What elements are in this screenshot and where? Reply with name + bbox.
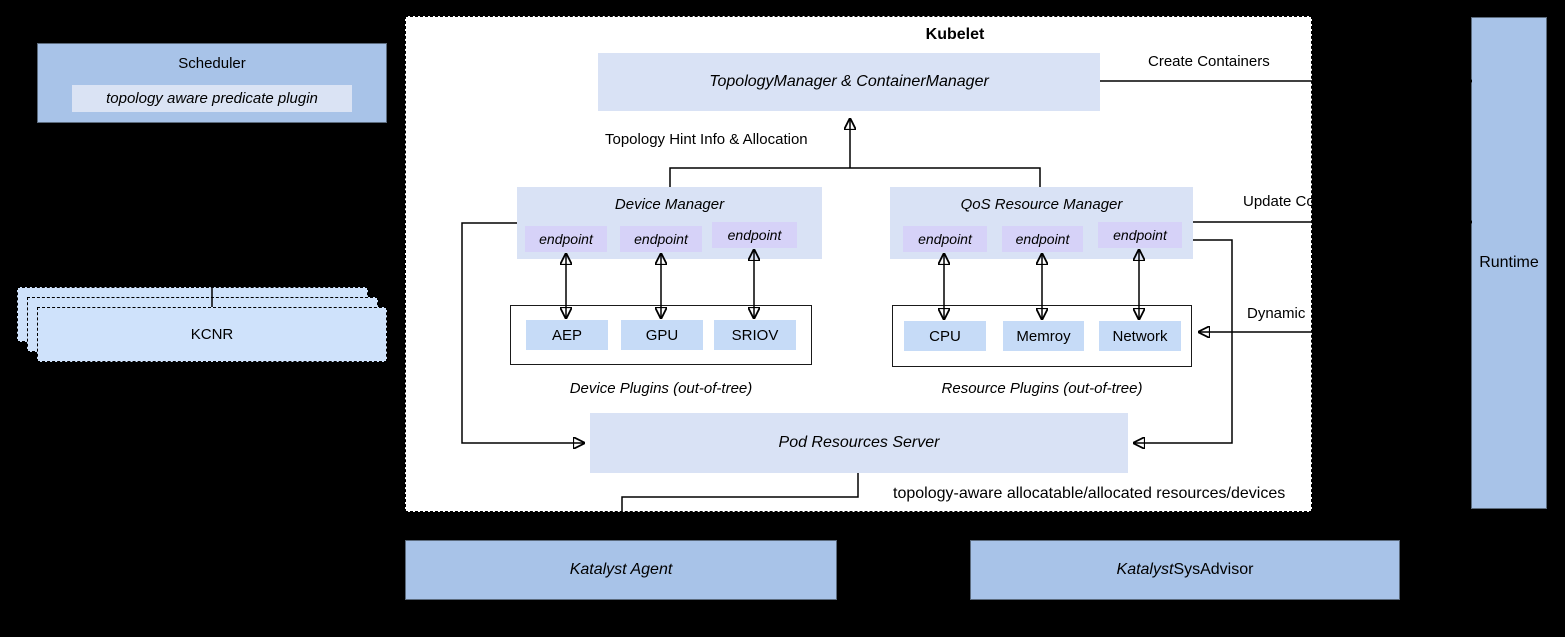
qos-resource-manager-label: QoS Resource Manager: [960, 196, 1123, 213]
topology-aware-predicate-plugin-node: topology aware predicate plugin: [72, 85, 352, 112]
scheduler-label: Scheduler: [178, 55, 246, 72]
topology-container-manager-node: TopologyManager & ContainerManager: [598, 53, 1100, 111]
pod-resources-server-node: Pod Resources Server: [590, 413, 1128, 473]
device-plugins-caption: Device Plugins (out-of-tree): [569, 380, 753, 397]
resource-plugins-caption: Resource Plugins (out-of-tree): [941, 380, 1143, 397]
device-endpoint-node: endpoint: [620, 226, 702, 252]
device-endpoint-node: endpoint: [712, 222, 797, 248]
qos-endpoint-node: endpoint: [1002, 226, 1083, 252]
qos-endpoint-node: endpoint: [1098, 222, 1182, 248]
katalyst-agent-node: Katalyst Agent: [405, 540, 837, 600]
topology-aware-note: topology-aware allocatable/allocated res…: [893, 485, 1286, 502]
resource-plugins-group: CPU Memroy Network: [892, 305, 1192, 367]
qos-resource-manager-node: QoS Resource Manager endpoint endpoint e…: [890, 187, 1193, 259]
aep-plugin-node: AEP: [526, 320, 608, 350]
qos-endpoint-node: endpoint: [903, 226, 987, 252]
runtime-node: Runtime: [1471, 17, 1547, 509]
scheduler-node: Scheduler topology aware predicate plugi…: [37, 43, 387, 123]
device-endpoint-node: endpoint: [525, 226, 607, 252]
device-manager-label: Device Manager: [614, 196, 725, 213]
device-manager-node: Device Manager endpoint endpoint endpoin…: [517, 187, 822, 259]
create-containers-label: Create Containers: [1148, 53, 1270, 70]
memory-plugin-node: Memroy: [1003, 321, 1084, 351]
kcnr-node: KCNR: [37, 307, 387, 362]
kubelet-title: Kubelet: [925, 26, 985, 43]
topology-hint-label: Topology Hint Info & Allocation: [605, 131, 808, 148]
network-plugin-node: Network: [1099, 321, 1181, 351]
device-plugins-group: AEP GPU SRIOV: [510, 305, 812, 365]
sriov-plugin-node: SRIOV: [714, 320, 796, 350]
update-containers-label: Update Co: [1243, 193, 1315, 210]
cpu-plugin-node: CPU: [904, 321, 986, 351]
katalyst-sysadvisor-label-italic: Katalyst: [1116, 561, 1174, 578]
gpu-plugin-node: GPU: [621, 320, 703, 350]
katalyst-sysadvisor-node: Katalyst SysAdvisor: [970, 540, 1400, 600]
katalyst-sysadvisor-label: SysAdvisor: [1173, 561, 1254, 578]
dynamic-label: Dynamic: [1247, 305, 1306, 322]
